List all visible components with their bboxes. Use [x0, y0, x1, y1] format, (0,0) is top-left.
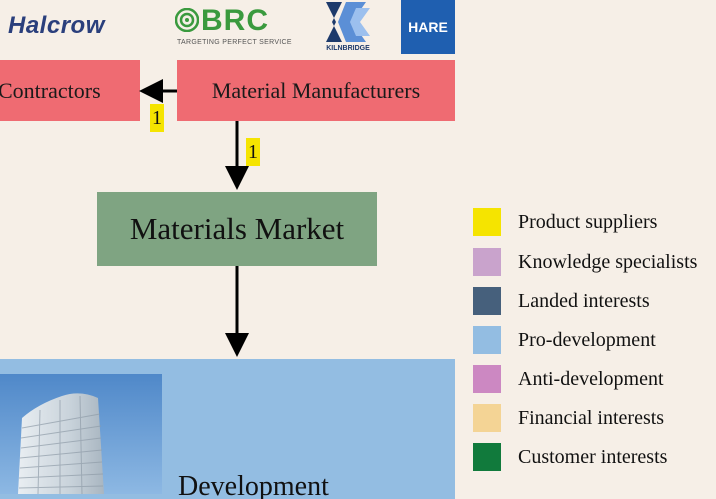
legend-label: Knowledge specialists	[518, 251, 697, 274]
legend-item: Product suppliers	[473, 207, 657, 237]
legend-swatch	[473, 365, 501, 393]
legend-label: Pro-development	[518, 329, 656, 352]
legend-label: Customer interests	[518, 446, 667, 469]
legend-swatch	[473, 443, 501, 471]
edge-label-market: 1	[246, 138, 260, 166]
legend-swatch	[473, 248, 501, 276]
legend-item: Financial interests	[473, 403, 664, 433]
legend-swatch	[473, 208, 501, 236]
legend-label: Anti-development	[518, 368, 664, 391]
legend-item: Customer interests	[473, 442, 667, 472]
legend-item: Anti-development	[473, 364, 664, 394]
legend-swatch	[473, 287, 501, 315]
legend-label: Financial interests	[518, 407, 664, 430]
legend-swatch	[473, 326, 501, 354]
edge-label-contractors: 1	[150, 104, 164, 132]
legend-item: Landed interests	[473, 286, 650, 316]
legend-item: Knowledge specialists	[473, 247, 697, 277]
legend-item: Pro-development	[473, 325, 656, 355]
legend-label: Product suppliers	[518, 211, 657, 234]
legend-label: Landed interests	[518, 290, 650, 313]
legend-swatch	[473, 404, 501, 432]
